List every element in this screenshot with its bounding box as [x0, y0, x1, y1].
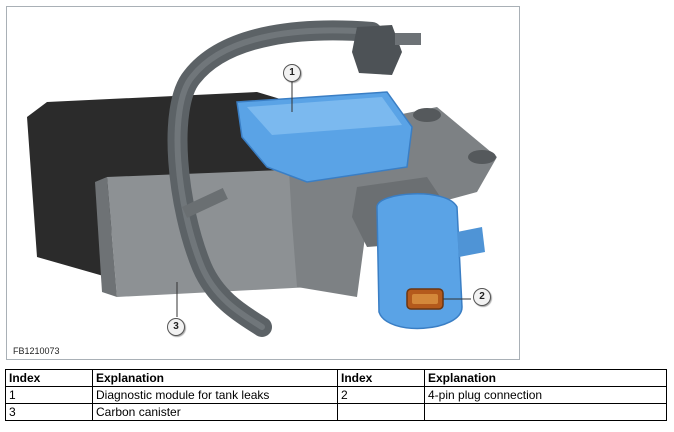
- index-cell: 1: [5, 386, 93, 404]
- carbon-canister-back: [27, 92, 307, 277]
- bracket-bolt: [468, 150, 496, 164]
- explanation-cell: Carbon canister: [92, 403, 338, 421]
- carbon-canister-edge: [95, 177, 117, 297]
- header-explanation: Explanation: [92, 369, 338, 387]
- hose-elbow: [352, 25, 402, 75]
- canister-diagram: [27, 20, 497, 337]
- canister-nozzle: [182, 187, 228, 218]
- explanation-cell: 4-pin plug connection: [424, 386, 667, 404]
- plug-pins: [412, 294, 438, 304]
- index-cell: 2: [337, 386, 425, 404]
- carbon-canister-front: [107, 169, 312, 297]
- callout-2: 2: [473, 288, 491, 306]
- index-cell: 3: [5, 403, 93, 421]
- pump-port: [457, 227, 485, 257]
- header-index: Index: [5, 369, 93, 387]
- legend-table: Index Explanation Index Explanation 1 Di…: [5, 369, 667, 421]
- table-row: 3 Carbon canister: [5, 403, 667, 421]
- explanation-cell: Diagnostic module for tank leaks: [92, 386, 338, 404]
- table-row: 1 Diagnostic module for tank leaks 2 4-p…: [5, 386, 667, 404]
- bracket-bolt: [413, 108, 441, 122]
- vent-hose-highlight: [174, 27, 375, 330]
- header-explanation: Explanation: [424, 369, 667, 387]
- header-index: Index: [337, 369, 425, 387]
- figure-code: FB1210073: [13, 346, 60, 356]
- index-cell: [337, 403, 425, 421]
- callout-3: 3: [167, 318, 185, 336]
- hose-nipple: [395, 33, 421, 45]
- diagnostic-module-top: [247, 97, 402, 135]
- explanation-cell: [424, 403, 667, 421]
- component-illustration: 1 2 3 FB1210073: [6, 6, 520, 360]
- legend-header-row: Index Explanation Index Explanation: [5, 369, 667, 387]
- callout-1: 1: [283, 64, 301, 82]
